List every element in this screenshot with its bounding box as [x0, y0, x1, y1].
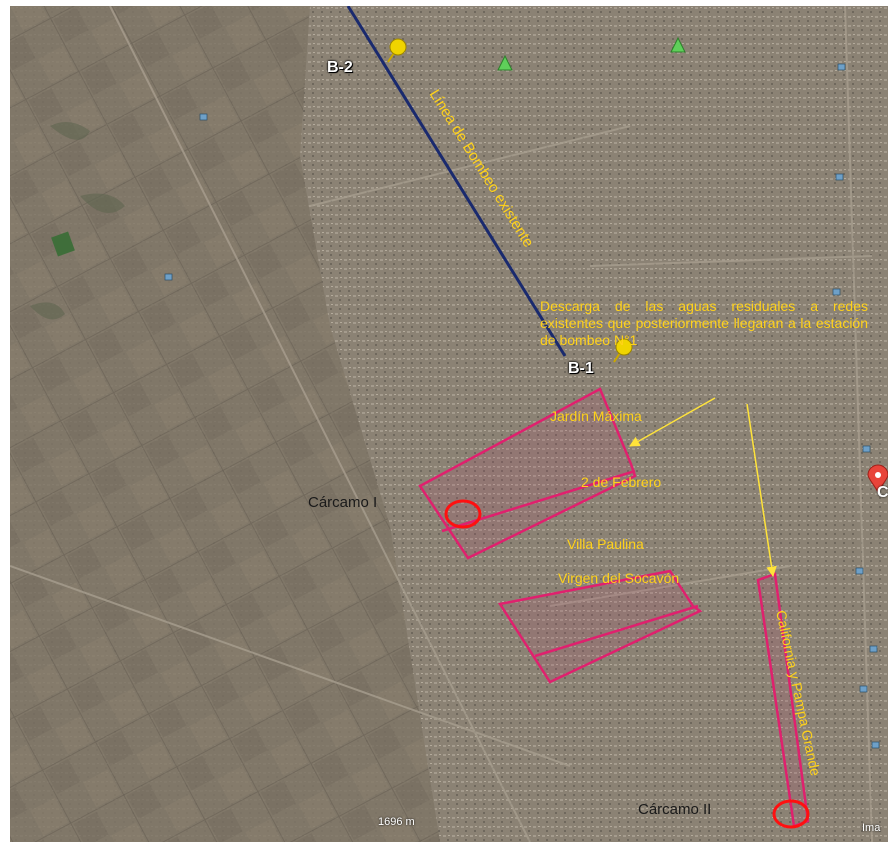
zone-jardin-febrero	[418, 387, 637, 560]
tree-icon	[670, 36, 686, 53]
green-field	[51, 231, 75, 257]
zone-outlines	[418, 387, 810, 828]
carcamo-1-label: Cárcamo I	[308, 494, 378, 511]
pushpin-icon	[387, 38, 407, 63]
rural-fields-area	[10, 6, 440, 842]
location-pin-icon	[867, 464, 888, 493]
roads	[10, 6, 873, 842]
zone-label-febrero: 2 de Febrero	[581, 474, 662, 490]
pumping-line	[346, 6, 567, 357]
marker-label-b1: B-1	[568, 360, 594, 377]
scale-label: 1696 m	[378, 816, 415, 828]
zone-divider-1	[441, 469, 636, 533]
zone-paulina-socavon	[497, 569, 703, 684]
carcamo-2-label: Cárcamo II	[638, 801, 712, 818]
carcamo-1-circle	[444, 499, 482, 529]
edge-letter: C	[877, 484, 888, 501]
satellite-map[interactable]: B-2 B-1 Línea de Bombeo existente Descar…	[10, 6, 888, 842]
pushpin-icon	[613, 338, 633, 363]
zone-divider-2	[534, 604, 699, 658]
carcamo-2-circle	[772, 799, 810, 829]
zone-label-paulina: Villa Paulina	[567, 536, 644, 552]
marker-label-b2: B-2	[327, 59, 353, 76]
arrow-to-california-icon	[746, 403, 777, 578]
map-canvas	[10, 6, 888, 842]
discharge-callout: Descarga de las aguas residuales a redes…	[540, 298, 868, 348]
zone-label-socavon: Virgen del Socavón	[558, 570, 680, 586]
tree-icon	[497, 54, 513, 71]
map-poi-icons	[164, 63, 880, 749]
zone-label-jardin: Jardín Máxima	[550, 408, 642, 424]
arrow-to-jardin-icon	[629, 397, 716, 447]
imagery-credit: Ima	[862, 822, 881, 834]
